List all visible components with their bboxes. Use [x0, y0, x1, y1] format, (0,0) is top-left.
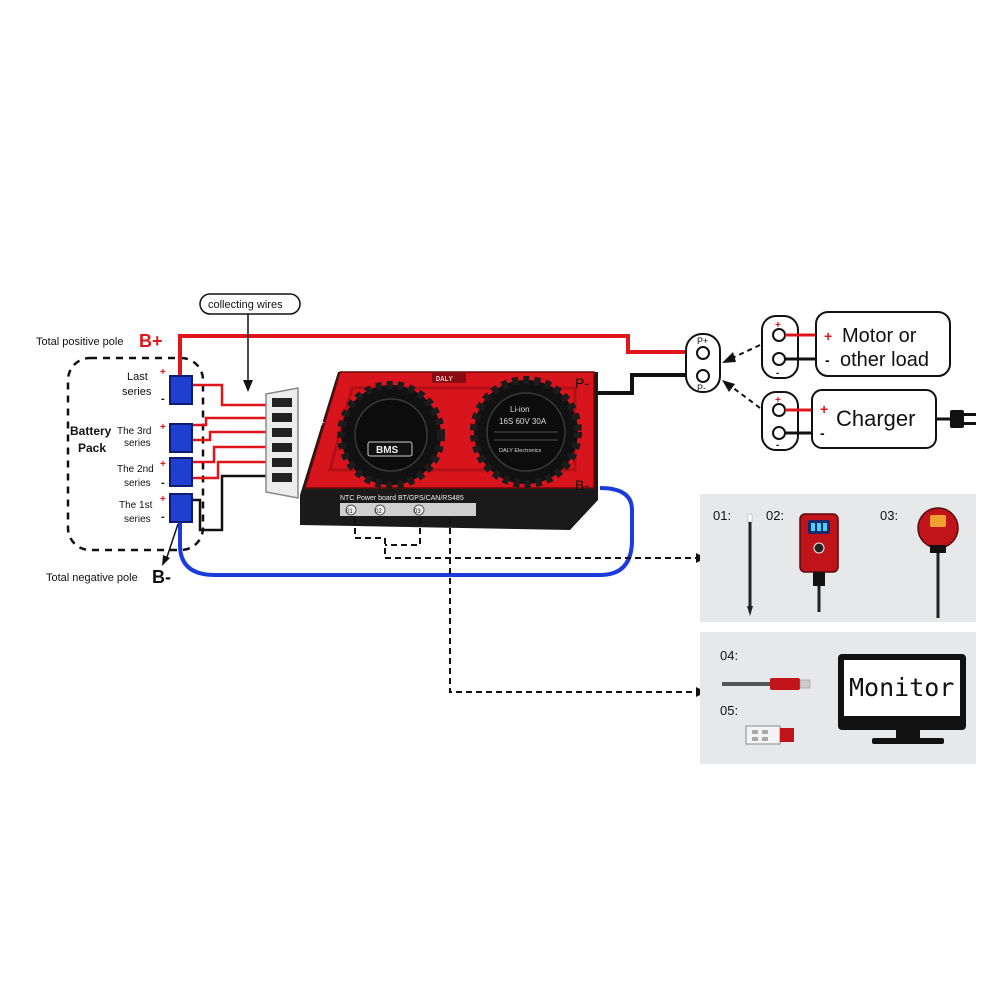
charger-terminal-minus: - [776, 440, 779, 451]
battery-pack-label-2: Pack [78, 441, 106, 455]
bms-logo: BMS [376, 445, 399, 456]
collecting-wires-callout [199, 293, 301, 315]
b-minus-pointer-head [162, 555, 170, 566]
bms-b-minus-label: B- [575, 477, 589, 493]
battery-cells [169, 375, 193, 523]
bms-right-fan: Li-ion 16S 60V 30A DALY Electronics [470, 376, 582, 488]
bluetooth-module-image [917, 507, 959, 618]
series-last-plus: + [160, 367, 166, 378]
balance-wire-1 [192, 383, 268, 407]
total-negative-label: Total negative pole [46, 572, 138, 584]
accessory-panel-lower: 04: 05: Monitor [700, 632, 976, 764]
motor-box-minus: - [825, 352, 830, 368]
series-1st-label-2: series [124, 514, 151, 525]
balance-wire-4 [192, 445, 268, 464]
bms-ports-label: NTC Power board BT/GPS/CAN/RS485 [340, 495, 464, 502]
series-3rd-label-1: The 3rd [117, 426, 151, 437]
port-link-lower [449, 518, 700, 693]
ntc-probe-image [747, 513, 753, 616]
bms-port-02: 02 [375, 509, 382, 515]
series-1st-minus: - [161, 511, 165, 523]
bms-port-row: 01 02 03 [340, 503, 476, 516]
collecting-wires-label: collecting wires [208, 299, 283, 311]
cell-2nd [169, 457, 193, 487]
balance-wire-3 [192, 430, 268, 442]
balance-connector [265, 387, 299, 499]
balance-wire-6 [192, 474, 268, 532]
series-3rd-plus: + [160, 422, 166, 433]
power-board-image [799, 513, 839, 612]
bms-top-tag-text: DALY [436, 375, 454, 383]
motor-arrowhead [722, 352, 736, 363]
bms-left-fan: BMS [337, 381, 445, 489]
series-1st-label-1: The 1st [119, 500, 153, 511]
bms-port-03: 03 [414, 509, 421, 515]
accessory-01-label: 01: [713, 508, 731, 523]
motor-box-plus: + [824, 328, 832, 344]
series-last-minus: - [161, 393, 165, 405]
motor-terminal-minus: - [776, 368, 779, 379]
bms-port-01: 01 [346, 509, 353, 515]
monitor-label: Monitor [849, 673, 954, 702]
charger-arrowhead [722, 380, 735, 392]
series-2nd-label-2: series [124, 478, 151, 489]
positive-main-wire [178, 334, 700, 378]
series-2nd-label-1: The 2nd [117, 464, 154, 475]
series-3rd-label-2: series [124, 438, 151, 449]
bms-board: DALY + BMS Li-ion 16S 60V 30A DALY Elect… [300, 371, 598, 530]
bms-p-minus-label: P- [575, 375, 589, 391]
collecting-wires-arrowhead [243, 380, 253, 392]
series-2nd-minus: - [161, 477, 165, 489]
cell-1st [169, 493, 193, 523]
terminal-p-minus: P- [697, 383, 706, 393]
accessory-05-label: 05: [720, 703, 738, 718]
monitor-icon: Monitor [838, 654, 966, 744]
accessory-02-label: 02: [766, 508, 784, 523]
balance-wire-5 [192, 460, 268, 480]
battery-pack-label-1: Battery [70, 424, 112, 438]
b-minus-pointer [165, 523, 179, 561]
negative-main-wire [598, 373, 700, 395]
total-positive-label: Total positive pole [36, 336, 123, 348]
series-1st-plus: + [160, 494, 166, 505]
bms-spec-2: 16S 60V 30A [499, 417, 547, 426]
motor-label-2: other load [840, 349, 929, 371]
output-terminal-block: P+ P- [685, 333, 721, 393]
motor-load: + - + - Motor or other load [761, 311, 951, 379]
bms-spec-1: Li-ion [510, 405, 530, 414]
series-last-label-2: series [122, 386, 152, 398]
port-link-upper-2 [385, 518, 421, 546]
bms-side-plus: + [319, 418, 325, 429]
bms-top-tag [432, 373, 466, 383]
charger-box-plus: + [820, 401, 828, 417]
accessory-03-label: 03: [880, 508, 898, 523]
battery-pack-outline [66, 356, 205, 552]
terminal-p-plus: P+ [697, 336, 708, 346]
cell-3rd [169, 423, 193, 453]
port-link-upper [354, 518, 700, 559]
series-2nd-plus: + [160, 459, 166, 470]
cell-last [169, 375, 193, 405]
bms-brand: DALY Electronics [499, 448, 542, 454]
motor-label-1: Motor or [842, 325, 917, 347]
b-minus-label: B- [152, 567, 171, 587]
accessory-panel-upper: 01: 02: 03: [700, 494, 976, 622]
charger: + - + - Charger [761, 389, 976, 451]
motor-terminal-plus: + [775, 320, 781, 331]
adapter-module-image [745, 725, 794, 745]
charger-dashed-arrow [727, 383, 761, 409]
series-last-label-1: Last [127, 371, 148, 383]
charger-box-minus: - [820, 425, 825, 441]
accessory-04-label: 04: [720, 648, 738, 663]
charger-terminal-plus: + [775, 395, 781, 406]
b-minus-wire [178, 486, 634, 577]
charger-label: Charger [836, 406, 915, 431]
b-plus-label: B+ [139, 331, 163, 351]
usb-cable-image [722, 678, 811, 690]
balance-wire-2 [192, 416, 268, 427]
